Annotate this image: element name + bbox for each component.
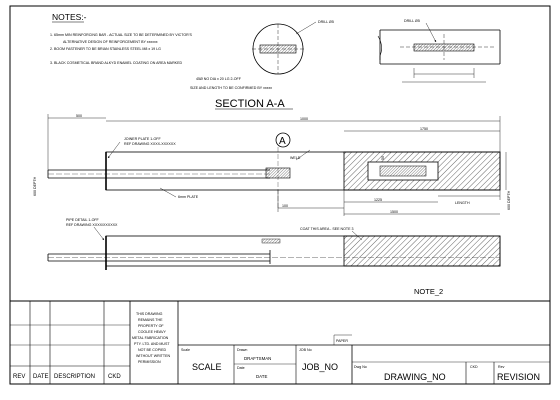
paper-label: PAPER [336, 339, 348, 343]
drawing-number: DRAWING_NO [384, 372, 446, 382]
coat-callout: COAT THIS AREA - SEE NOTE 3 [300, 227, 354, 231]
joiner-ref: REF DRAWING XXXX-XXXXXX [124, 142, 176, 146]
rev-header: REV [13, 374, 25, 380]
revision-value: REVISION [497, 372, 540, 382]
dim-a: 100 [282, 204, 288, 208]
description-header: DESCRIPTION [54, 374, 95, 380]
disclaimer-line: COOLEE HEAVY [138, 330, 166, 334]
pipe-ref: REF DRAWING XXXX/XXXXXX [66, 223, 118, 227]
disclaimer-line: WITHOUT WRITTEN [136, 354, 170, 358]
disclaimer-line: NOT BE COPIED [138, 348, 166, 352]
vertical-depth-left: 600 DEPTH [33, 176, 37, 196]
vertical-depth-right: 600 DEPTH [507, 190, 511, 210]
notes-heading: NOTES:- [52, 12, 87, 22]
section-title: SECTION A-A [215, 98, 285, 110]
job-label: JOB No [299, 348, 312, 352]
note-line-2: ALTERNATIVE DESIGN OF REINFORCEMENT BY x… [63, 40, 158, 44]
notes-block: NOTES:- 1. 65mm MIN REINFORCING BAR - AC… [50, 12, 192, 65]
date-header: DATE [33, 374, 49, 380]
dim-right: 1750 [420, 127, 428, 131]
note-line-4: 3. BLACK COSMETICAL BRAND ALKYD ENAMEL C… [50, 61, 182, 65]
upper-assembly: 500 1000 1750 A JOINER PLATE 1-OFF REF D… [33, 114, 511, 216]
plate-callout: 6mm PLATE [178, 195, 199, 199]
slot-callout: DRILL Ø5 [404, 19, 420, 23]
dim-overall: 1000 [300, 117, 308, 121]
dim-b: 1500 [390, 210, 398, 214]
lower-assembly: PIPE DETAIL 1-OFF REF DRAWING XXXX/XXXXX… [47, 218, 501, 270]
hatch-length: LENGTH [455, 201, 470, 205]
bar-slot-detail: DRILL Ø5 [377, 19, 501, 83]
disclaimer: THIS DRAWING REMAINS THE PROPERTY OF COO… [132, 312, 170, 364]
round-bar-detail: DRILL Ø5 45Ø NO DIA x 20 LG 2-OFF SIZE A… [190, 20, 334, 90]
dwg-no-label: Dwg No [354, 365, 367, 369]
disclaimer-line: METAL FABRICATION [132, 336, 169, 340]
note-2-label: NOTE_2 [414, 287, 443, 296]
date-label: Date [237, 366, 245, 370]
drawn-label: Drawn [237, 348, 247, 352]
scale-value: SCALE [192, 362, 222, 372]
ckd-label: CKD [470, 365, 478, 369]
detail-callout: DRILL Ø5 [318, 20, 334, 24]
detail-note-2: SIZE AND LENGTH TO BE CONFIRMED BY xxxxx [190, 86, 272, 90]
disclaimer-line: REMAINS THE [138, 318, 163, 322]
joiner-callout: JOINER PLATE 1-OFF [124, 137, 161, 141]
disclaimer-line: THIS DRAWING [136, 312, 163, 316]
weld-callout: WELD [290, 156, 301, 160]
draftsman-value: DRAFTSMAN [244, 356, 271, 361]
date-value: DATE [256, 374, 267, 379]
disclaimer-line: PTY. LTD. AND MUST [134, 342, 170, 346]
disclaimer-line: PERMISSION [138, 360, 161, 364]
note-line-3: 2. BOOM FASTENER TO BE BRIAN STAINLESS S… [50, 47, 161, 51]
section-marker: A [279, 136, 286, 147]
job-number: JOB_NO [302, 362, 338, 372]
pipe-callout: PIPE DETAIL 1-OFF [66, 218, 100, 222]
detail-note-1: 45Ø NO DIA x 20 LG 2-OFF [196, 77, 242, 81]
disclaimer-line: PROPERTY OF [138, 324, 164, 328]
dim-c: 1225 [374, 198, 382, 202]
rev-label: Rev [498, 365, 505, 369]
dim-left: 500 [76, 114, 82, 118]
scale-label: Scale [181, 348, 190, 352]
note-line-1: 1. 65mm MIN REINFORCING BAR - ACTUAL SIZ… [50, 33, 192, 37]
title-block: REV DATE DESCRIPTION CKD THIS DRAWING RE… [9, 300, 551, 385]
hatch-dim: 50 [381, 156, 385, 160]
ckd-header: CKD [108, 374, 121, 380]
